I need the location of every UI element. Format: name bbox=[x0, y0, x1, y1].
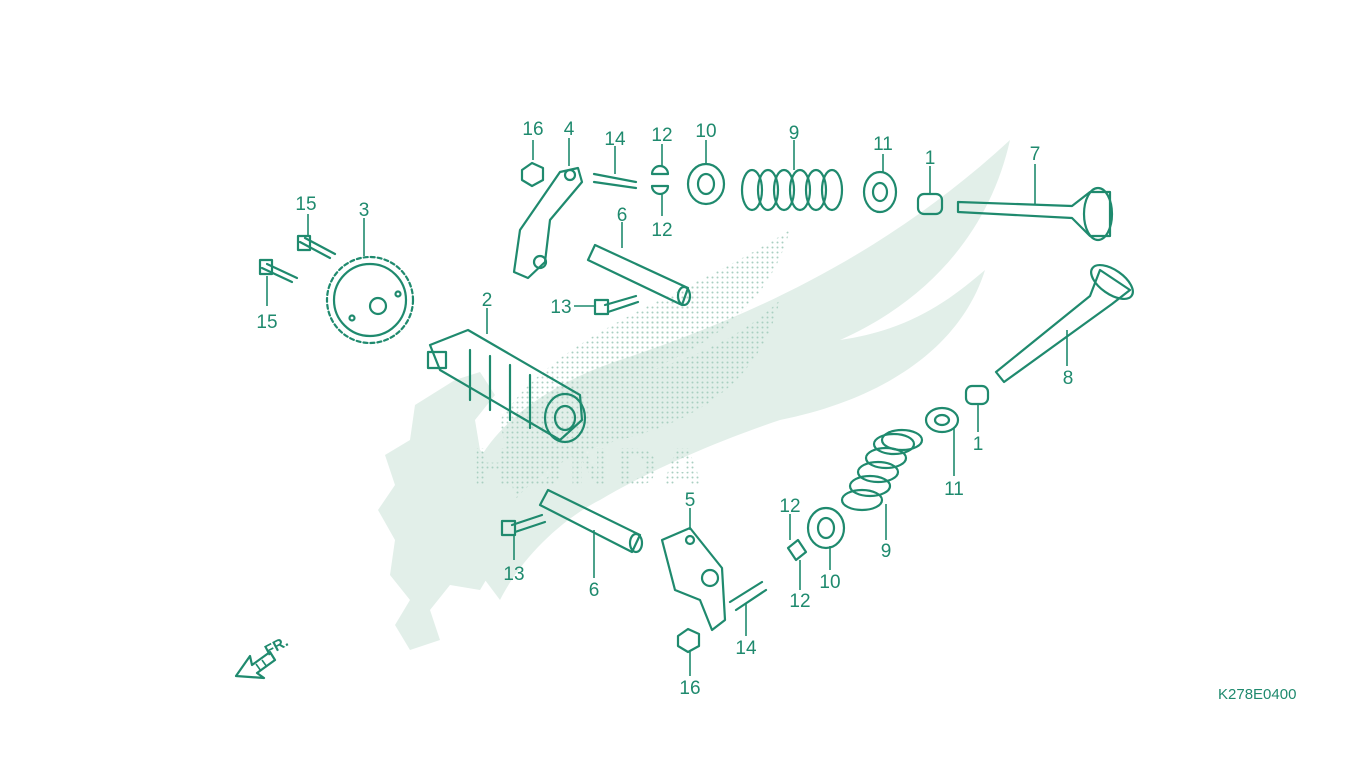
callout-6-bottom: 6 bbox=[589, 580, 600, 601]
wing-watermark-icon bbox=[462, 140, 1010, 600]
callout-16-bottom: 16 bbox=[679, 678, 700, 699]
callout-11-top: 11 bbox=[873, 134, 893, 155]
callout-3: 3 bbox=[359, 200, 370, 221]
honda-watermark-text: HONDA bbox=[472, 439, 707, 499]
callout-7: 7 bbox=[1030, 144, 1041, 165]
callout-1-bottom: 1 bbox=[973, 434, 984, 455]
callout-12-top-upper: 12 bbox=[651, 125, 672, 146]
valve-springs bbox=[740, 168, 924, 512]
cam-sprocket bbox=[325, 255, 415, 345]
callout-15-bottom: 15 bbox=[256, 312, 277, 333]
brand-watermark: HONDA bbox=[378, 140, 1010, 650]
diagram-code: K278E0400 bbox=[1218, 686, 1297, 703]
callout-13-bottom: 13 bbox=[503, 564, 524, 585]
callout-9-top: 9 bbox=[789, 123, 800, 144]
shaft-bolts bbox=[500, 294, 640, 537]
callout-10-top: 10 bbox=[695, 121, 716, 142]
callout-4: 4 bbox=[564, 119, 575, 140]
rocker-arm-lower bbox=[660, 526, 727, 632]
sprocket-bolts bbox=[258, 234, 337, 284]
leader-lines bbox=[266, 138, 1068, 676]
valve-cotters bbox=[650, 164, 808, 562]
callout-12-bottom-lower: 12 bbox=[789, 591, 810, 612]
callout-11-bottom: 11 bbox=[944, 479, 964, 500]
front-direction-indicator: FR. bbox=[234, 633, 291, 680]
callout-6-top: 6 bbox=[617, 205, 628, 226]
front-arrow-icon bbox=[234, 650, 277, 680]
callout-12-bottom-upper: 12 bbox=[779, 496, 800, 517]
adjusting-screws bbox=[592, 172, 768, 612]
callout-5: 5 bbox=[685, 490, 696, 511]
rocker-arm-upper bbox=[512, 166, 584, 280]
callout-15-top: 15 bbox=[295, 194, 316, 215]
callout-8: 8 bbox=[1063, 368, 1074, 389]
callout-9-bottom: 9 bbox=[881, 541, 892, 562]
callout-13-top: 13 bbox=[550, 297, 571, 318]
lock-nuts bbox=[520, 161, 701, 654]
callout-1-top: 1 bbox=[925, 148, 936, 169]
camshaft bbox=[426, 328, 587, 444]
callout-16-top: 16 bbox=[522, 119, 543, 140]
front-arrow-hatch bbox=[255, 659, 268, 672]
callout-12-top-lower: 12 bbox=[651, 220, 672, 241]
gear-watermark-icon bbox=[378, 372, 505, 650]
callout-14-top: 14 bbox=[604, 129, 626, 150]
callout-10-bottom: 10 bbox=[819, 572, 840, 593]
valves bbox=[956, 186, 1134, 384]
rocker-shafts bbox=[538, 243, 692, 554]
callout-labels: 16 4 14 12 12 10 9 11 1 7 6 13 15 3 15 2… bbox=[256, 119, 1073, 699]
spring-seats bbox=[862, 170, 960, 434]
callout-14-bottom: 14 bbox=[735, 638, 757, 659]
callout-2: 2 bbox=[482, 290, 493, 311]
